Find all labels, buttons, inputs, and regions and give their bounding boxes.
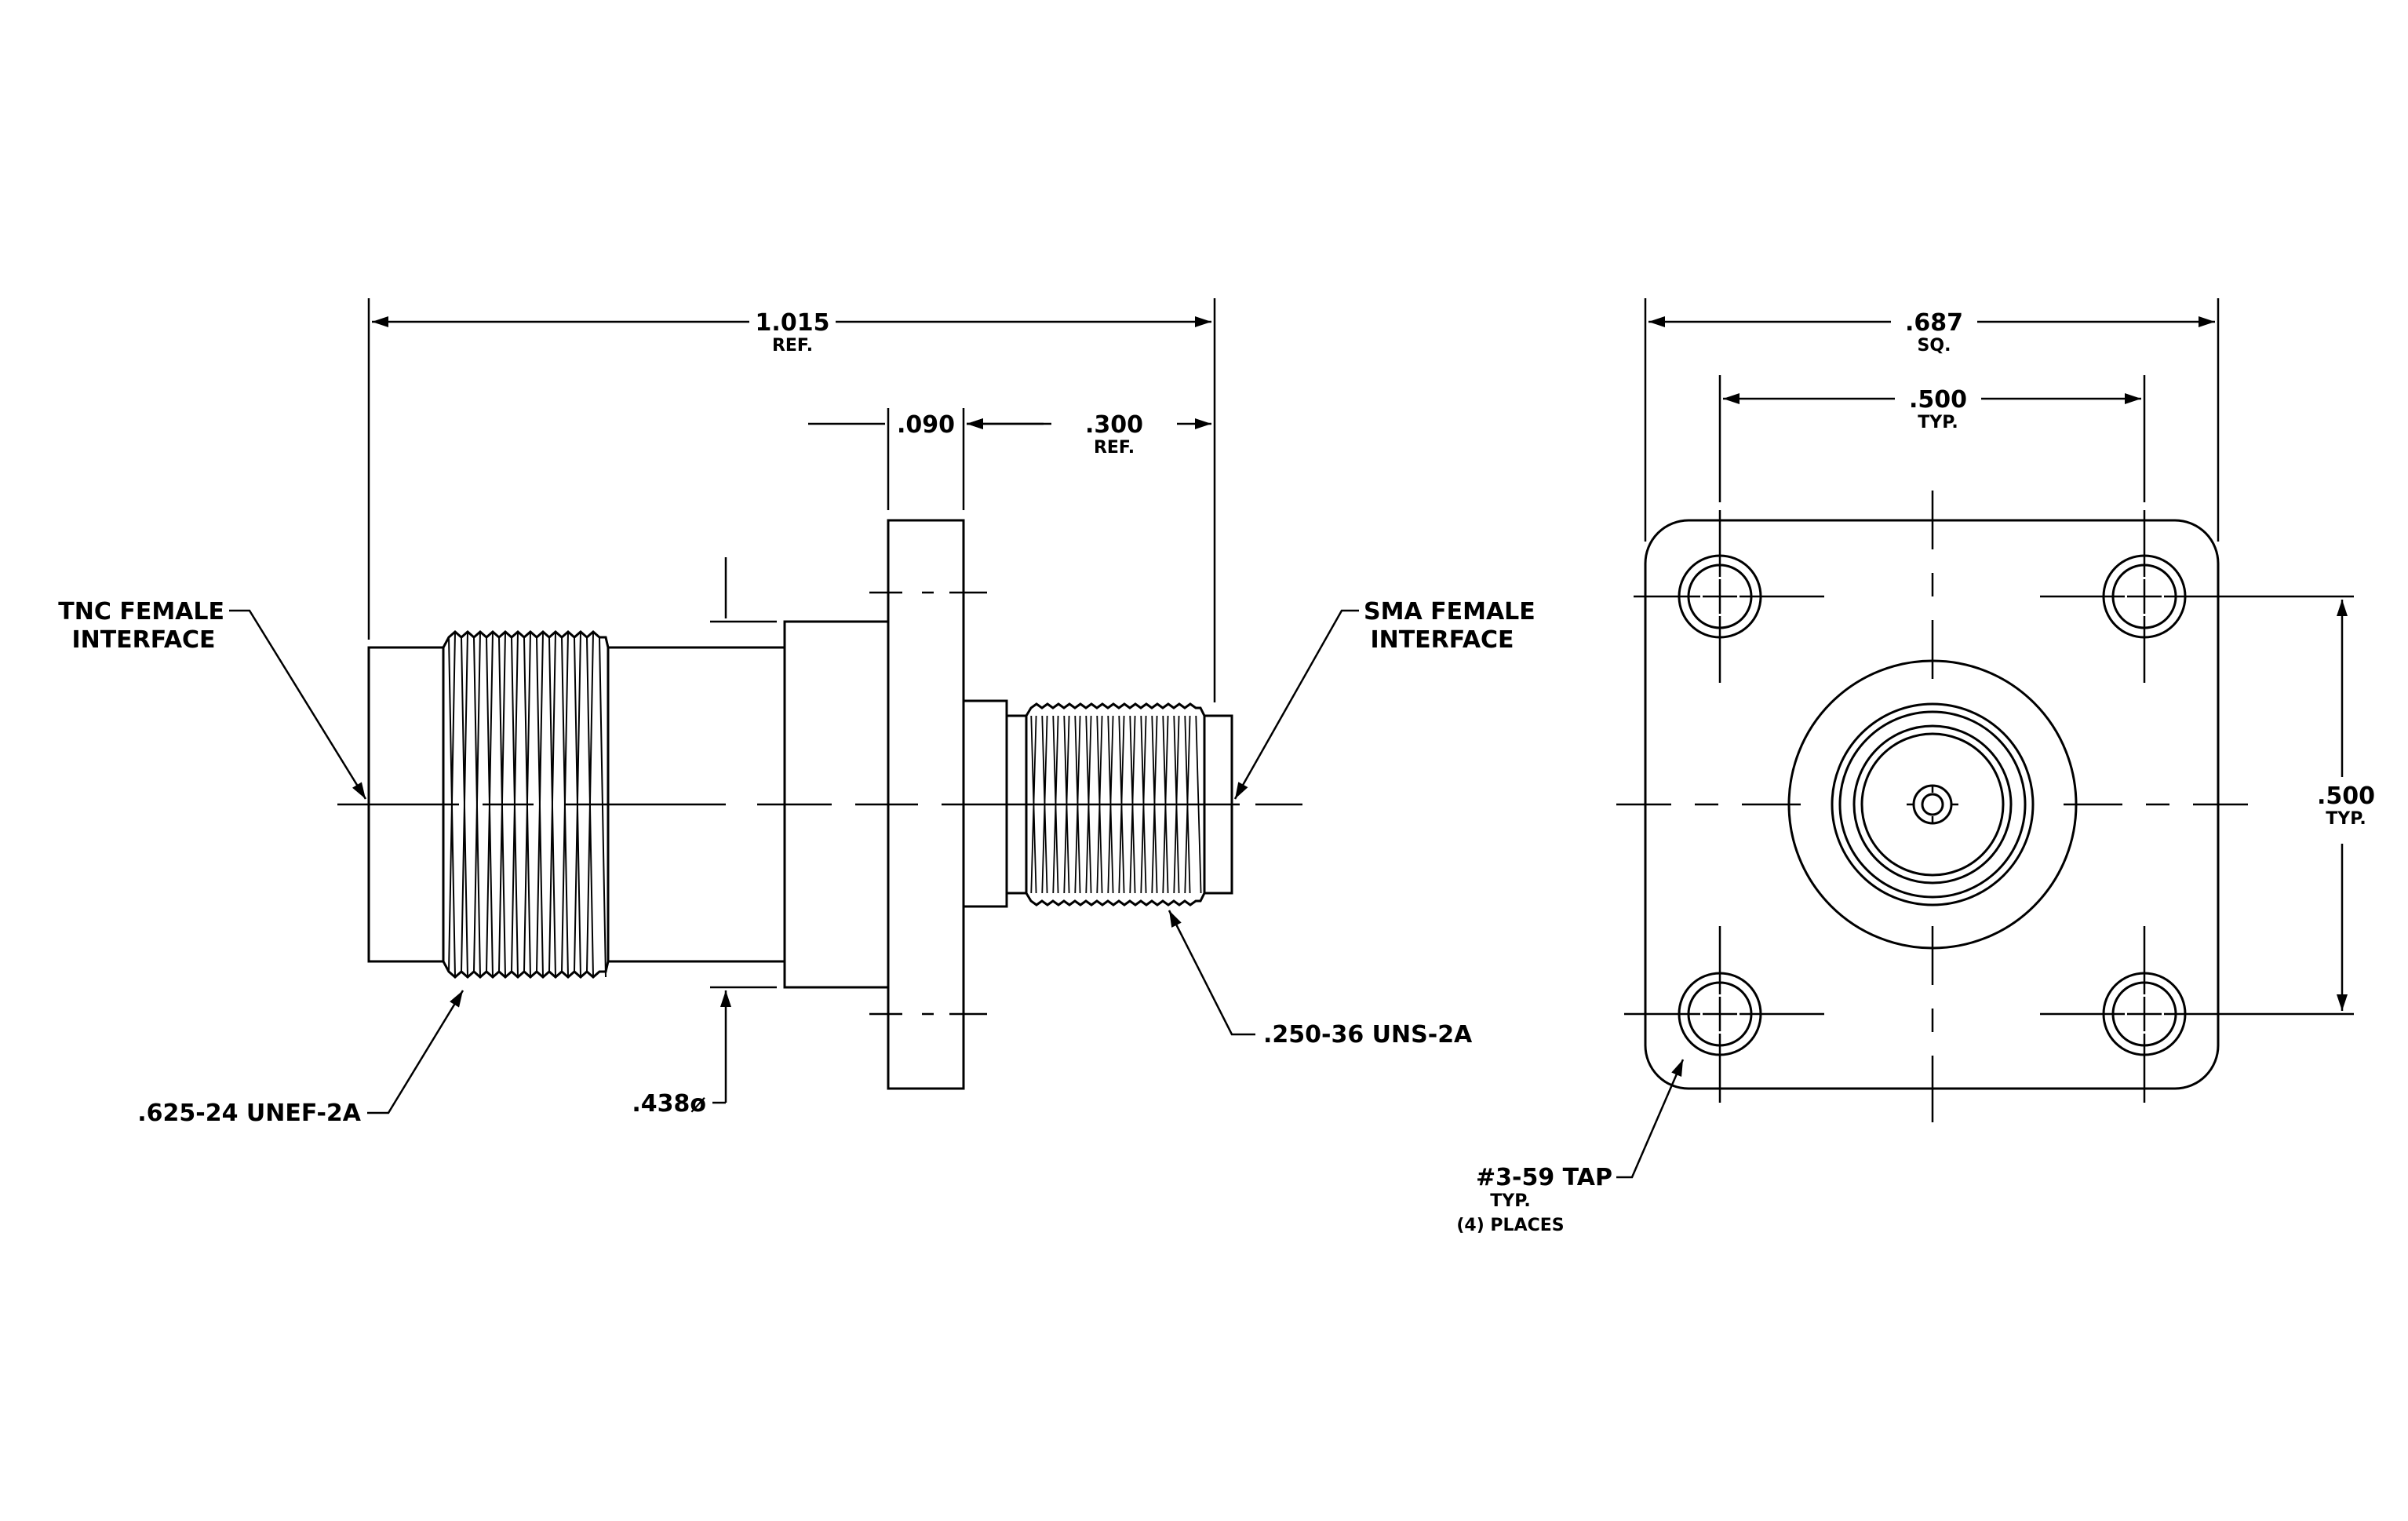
sma-thread-label: .250-36 UNS-2A — [1263, 1021, 1473, 1049]
sma-neck — [1005, 714, 1028, 895]
coupling-outer-ring — [1787, 659, 2078, 950]
sma-interface-line1: SMA FEMALE — [1364, 598, 1536, 626]
tnc-thread-label: .625-24 UNEF-2A — [137, 1100, 362, 1127]
side-labels: 1.015 REF. .090 .300 REF. .438ø .625-24 … — [58, 309, 1536, 1127]
hole-spacing-h-value: .500 — [1909, 386, 1967, 414]
body-diameter-value: .438ø — [632, 1090, 706, 1118]
overall-length-value: 1.015 — [756, 309, 830, 337]
side-view — [337, 519, 1302, 1090]
sma-length-value: .300 — [1085, 411, 1143, 439]
flange-width-value: .687 — [1905, 309, 1963, 337]
side-dimensions — [229, 298, 1359, 1114]
tap-callout-line3: (4) PLACES — [1456, 1216, 1564, 1235]
sma-thread — [1025, 702, 1206, 906]
mounting-hole-bottom-left — [1624, 926, 1824, 1103]
hole-spacing-h-note: TYP. — [1918, 413, 1958, 432]
sma-thread-leader — [1168, 910, 1255, 1036]
end-dimensions — [1616, 298, 2342, 1179]
coupling-ring-1 — [1831, 702, 2035, 906]
tap-callout-leader — [1616, 1059, 1685, 1179]
flange-width-note: SQ. — [1918, 336, 1951, 356]
flange-thickness-value: .090 — [897, 411, 955, 439]
tnc-interface-line1: TNC FEMALE — [58, 598, 224, 626]
sma-interface-line2: INTERFACE — [1370, 626, 1514, 654]
sma-front-sleeve — [1203, 714, 1233, 895]
overall-length-note: REF. — [772, 336, 813, 356]
hole-spacing-v-value: .500 — [2317, 782, 2375, 810]
tnc-interface-leader — [229, 609, 367, 800]
tnc-front-sleeve — [367, 646, 445, 963]
mounting-hole-top-right — [2040, 510, 2354, 683]
tnc-interface-line2: INTERFACE — [71, 626, 215, 654]
tnc-thread-leader — [367, 990, 464, 1114]
mounting-hole-top-left — [1634, 510, 1824, 683]
end-view — [1616, 491, 2354, 1122]
sma-length-note: REF. — [1094, 438, 1135, 458]
tnc-thread — [442, 630, 610, 979]
tap-callout-line2: TYP. — [1490, 1191, 1530, 1211]
coupling-ring-2 — [1838, 710, 2027, 899]
square-flange — [1644, 519, 2220, 1090]
sma-interface-leader — [1233, 609, 1359, 800]
end-labels: .687 SQ. .500 TYP. .500 TYP. #3-59 TAP T… — [1456, 309, 2375, 1235]
hole-spacing-v-note: TYP. — [2326, 809, 2366, 829]
tap-callout-line1: #3-59 TAP — [1476, 1164, 1612, 1191]
coupling-ring-3 — [1852, 724, 2013, 885]
coupling-ring-4 — [1860, 732, 2005, 877]
center-pin-inner — [1921, 793, 1944, 816]
mounting-hole-bottom-right — [2040, 926, 2354, 1103]
center-pin-outer — [1912, 784, 1953, 825]
